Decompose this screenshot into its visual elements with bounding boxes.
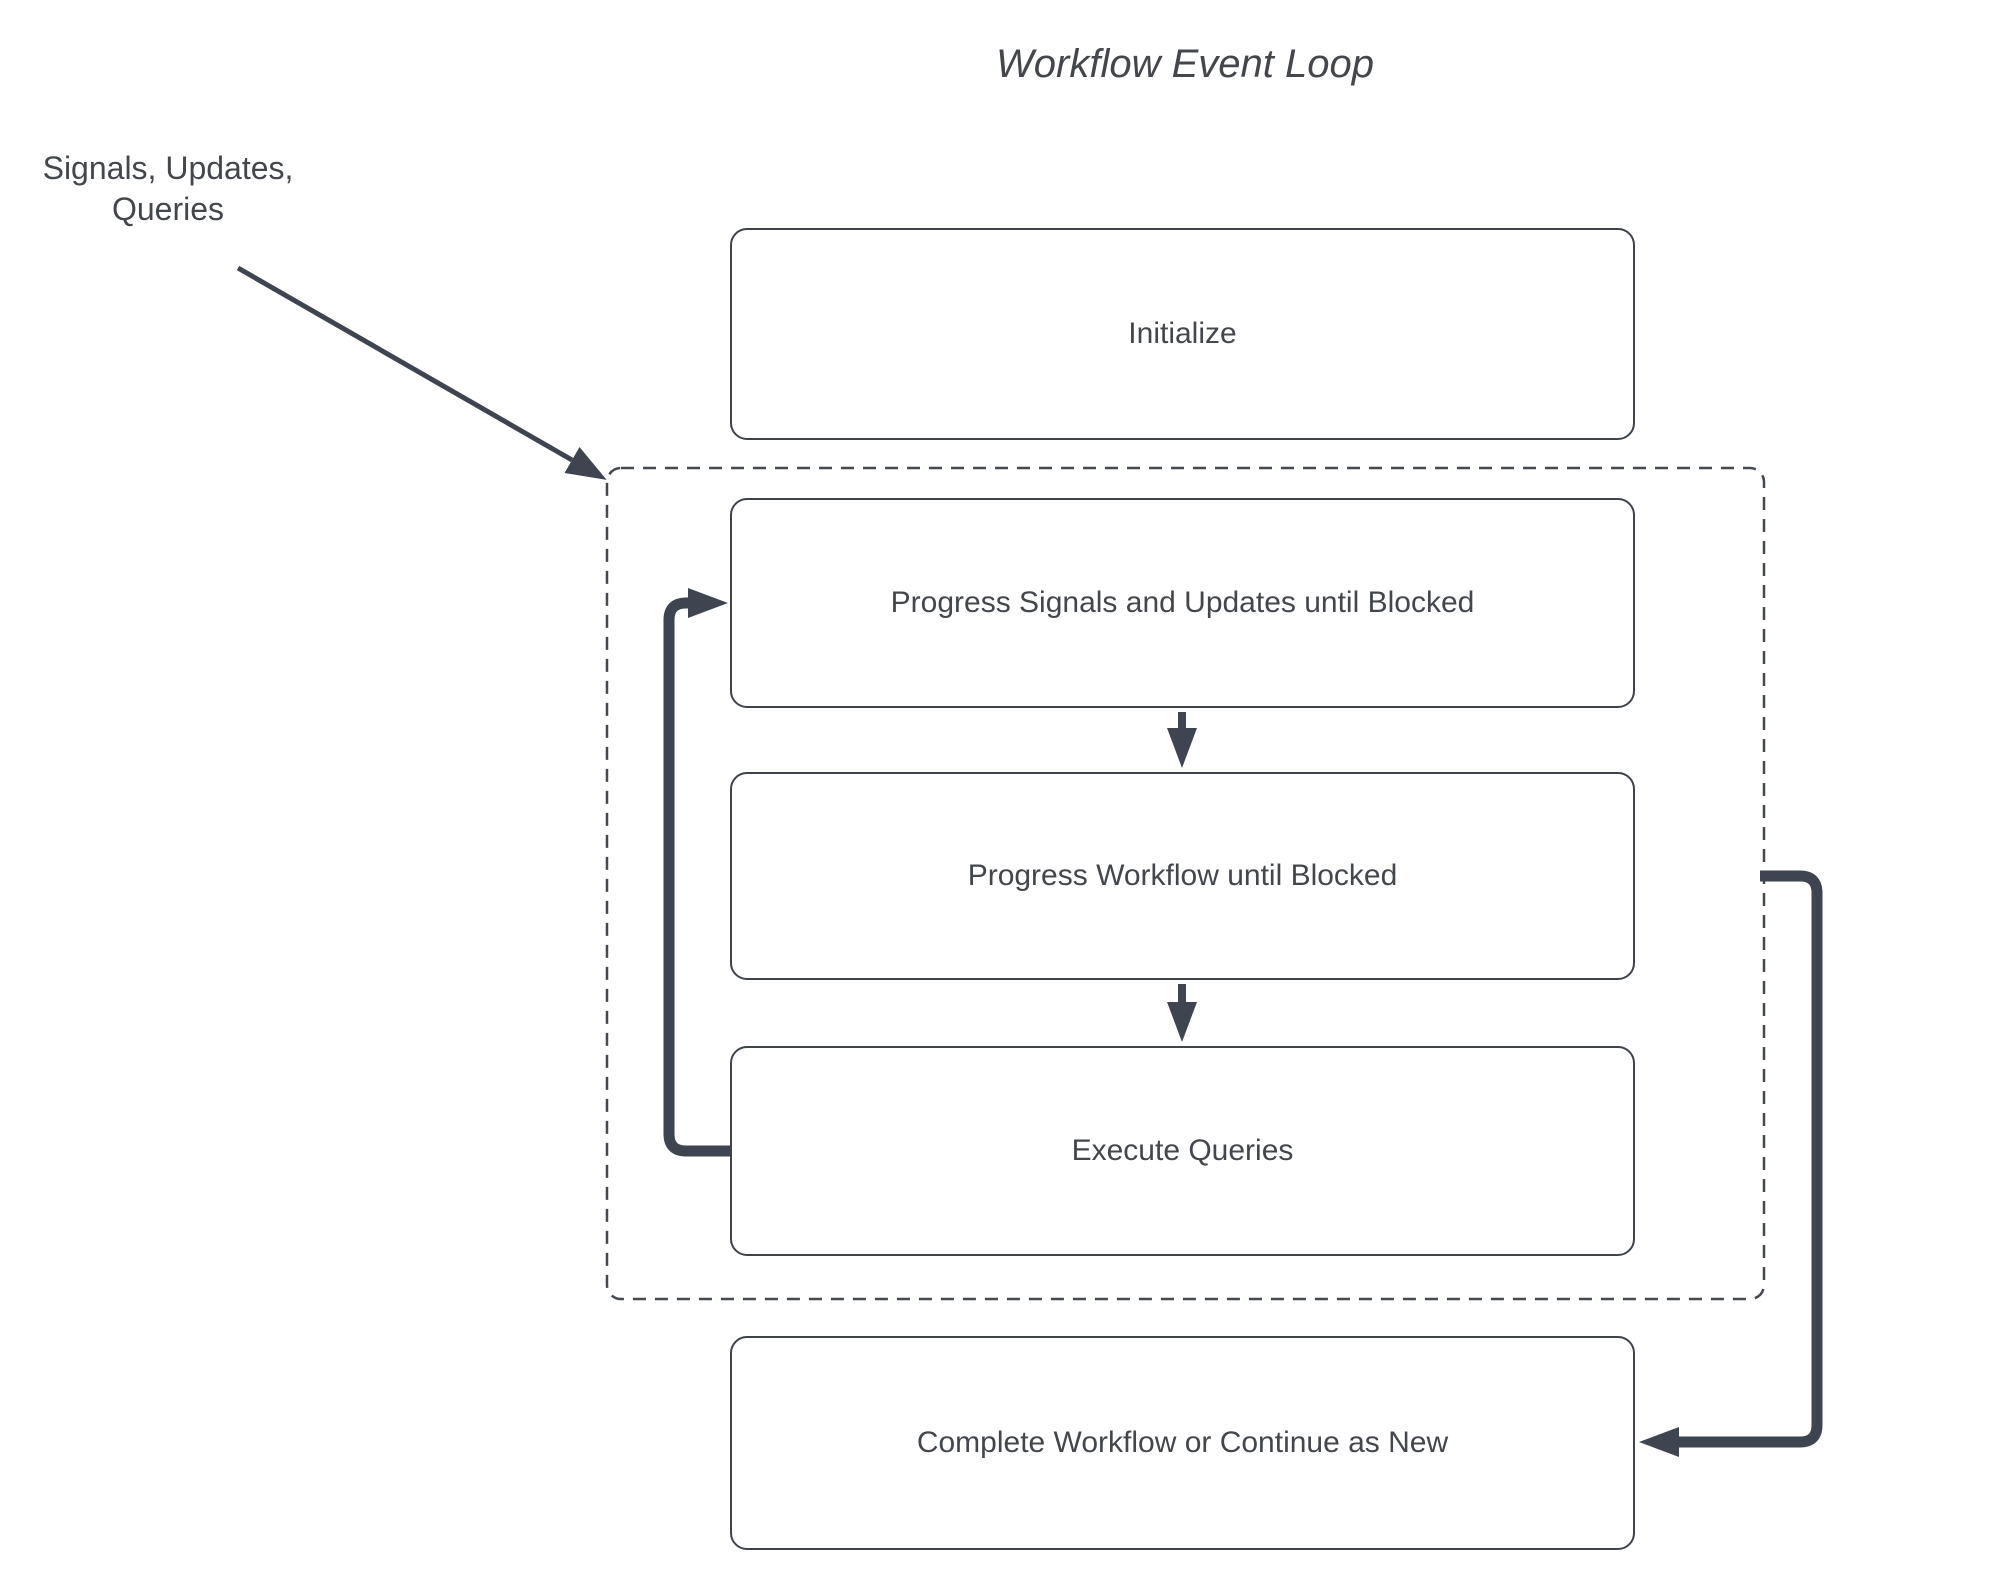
- annotation-line-2: Queries: [111, 191, 225, 227]
- node-execute-queries-label: Execute Queries: [1071, 1134, 1294, 1167]
- node-progress-signals-updates-label: Progress Signals and Updates until Block…: [890, 586, 1475, 619]
- diagram-title: Workflow Event Loop: [996, 42, 1374, 86]
- node-complete-workflow-label: Complete Workflow or Continue as New: [916, 1426, 1449, 1459]
- continue-as-new-arrow-icon: [1639, 870, 1823, 1457]
- signals-input-arrow-icon: [236, 265, 607, 480]
- node-progress-workflow: Progress Workflow until Blocked: [730, 772, 1635, 980]
- node-complete-workflow: Complete Workflow or Continue as New: [730, 1336, 1635, 1550]
- loop-back-arrow-icon: [663, 588, 730, 1157]
- node-execute-queries: Execute Queries: [730, 1046, 1635, 1256]
- node-progress-workflow-label: Progress Workflow until Blocked: [967, 859, 1398, 892]
- signals-updates-queries-label: Signals, Updates, Queries: [28, 148, 308, 230]
- node-progress-signals-updates: Progress Signals and Updates until Block…: [730, 498, 1635, 708]
- node-initialize: Initialize: [730, 228, 1635, 440]
- annotation-line-1: Signals, Updates,: [42, 150, 294, 186]
- node-initialize-label: Initialize: [1128, 317, 1237, 350]
